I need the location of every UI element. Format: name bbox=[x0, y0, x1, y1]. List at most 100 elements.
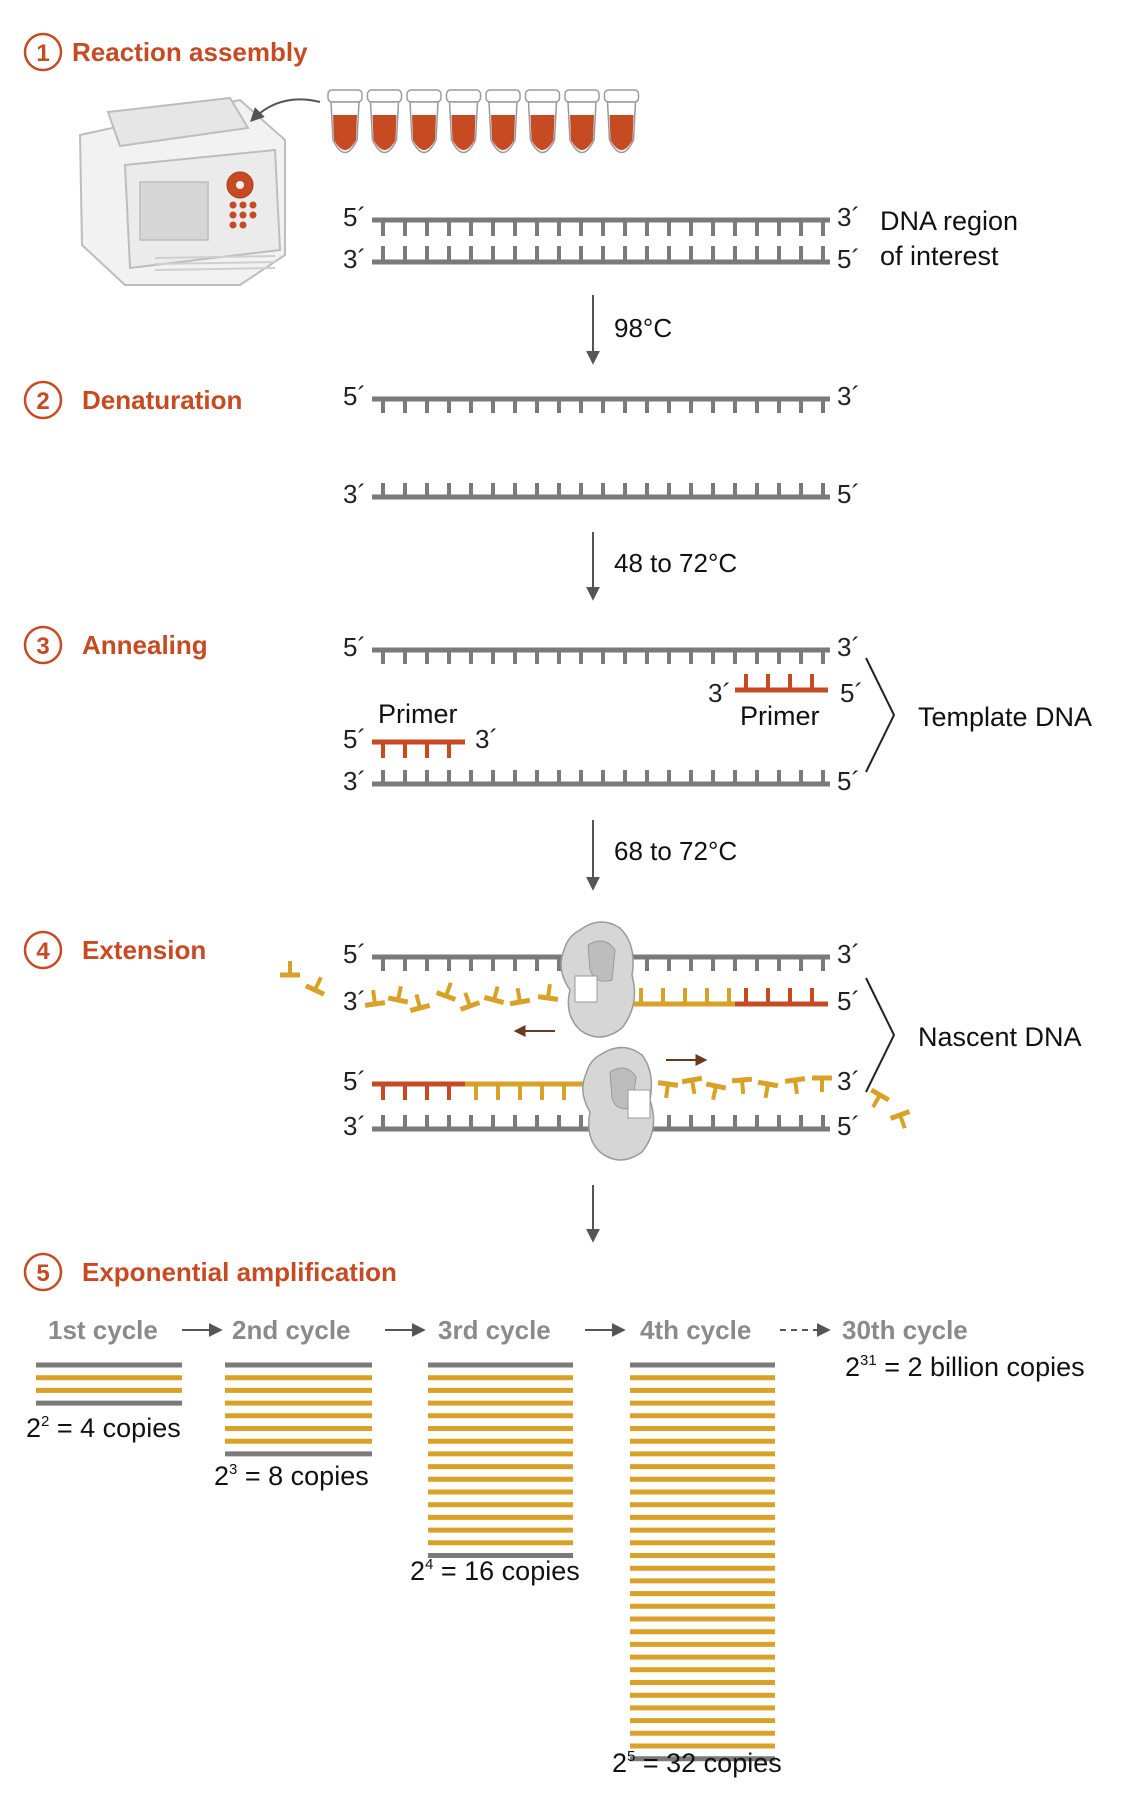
nucleotide-base bbox=[371, 989, 377, 1005]
cycle-label: 30th cycle bbox=[842, 1315, 968, 1345]
free-nucleotide bbox=[889, 1109, 911, 1129]
end-label: 5´ bbox=[837, 766, 860, 796]
free-nucleotide bbox=[435, 982, 457, 1002]
step-number: 2 bbox=[36, 388, 49, 415]
bracket bbox=[865, 657, 896, 773]
pcr-tube-icon bbox=[524, 89, 561, 154]
cycle-label: 3rd cycle bbox=[438, 1315, 551, 1345]
pcr-tube-icon bbox=[327, 89, 363, 154]
temperature-label: 48 to 72°C bbox=[614, 548, 737, 578]
nucleotide-base bbox=[871, 1094, 882, 1109]
end-label: 5´ bbox=[837, 986, 860, 1016]
pcr-tube-icon bbox=[485, 89, 521, 154]
free-nucleotide bbox=[364, 989, 386, 1008]
end-label: 5´ bbox=[837, 479, 860, 509]
tube-cap bbox=[603, 89, 640, 103]
end-label: 3´ bbox=[708, 678, 731, 708]
tube-liquid bbox=[491, 115, 515, 150]
tube-cap bbox=[327, 89, 363, 103]
step-2-header: 2 Denaturation bbox=[23, 380, 242, 420]
free-nucleotide bbox=[657, 1080, 679, 1099]
free-nucleotide bbox=[812, 1075, 832, 1092]
dna-single-strands bbox=[372, 396, 830, 500]
free-nucleotide bbox=[304, 976, 326, 997]
end-label: 5´ bbox=[343, 381, 366, 411]
pcr-tube-strip bbox=[327, 89, 640, 154]
end-label: 5´ bbox=[343, 1066, 366, 1096]
nucleotide-base bbox=[444, 982, 453, 997]
free-nucleotide bbox=[870, 1087, 890, 1109]
copy-count-label: 231 = 2 billion copies bbox=[845, 1352, 1085, 1382]
end-label: 5´ bbox=[343, 202, 366, 232]
end-label: 3´ bbox=[343, 1111, 366, 1141]
step-number: 3 bbox=[36, 633, 49, 660]
step-number: 5 bbox=[36, 1260, 49, 1287]
dna-double-strand bbox=[372, 217, 830, 265]
copy-count-label: 24 = 16 copies bbox=[410, 1556, 580, 1586]
free-nucleotide bbox=[409, 993, 431, 1014]
end-label: 5´ bbox=[840, 678, 863, 708]
step-title: Exponential amplification bbox=[82, 1257, 397, 1287]
annealed-strands bbox=[372, 647, 830, 787]
step-4-header: 4 Extension bbox=[23, 930, 206, 970]
tube-liquid bbox=[372, 115, 397, 150]
nucleotide-base bbox=[740, 1079, 746, 1095]
free-nucleotide bbox=[705, 1081, 727, 1101]
nucleotide-base bbox=[313, 976, 323, 991]
pcr-tube-icon bbox=[603, 89, 640, 154]
free-nucleotide bbox=[280, 961, 300, 978]
nucleotide-base bbox=[793, 1079, 799, 1095]
step-title: Extension bbox=[82, 935, 206, 965]
end-label: 3´ bbox=[837, 1066, 860, 1096]
end-label: 3´ bbox=[343, 766, 366, 796]
nucleotide-base bbox=[515, 987, 522, 1003]
dna-region-label: DNA region bbox=[880, 206, 1018, 236]
cycle-label: 1st cycle bbox=[48, 1315, 158, 1345]
end-label: 5´ bbox=[343, 724, 366, 754]
free-nucleotide bbox=[731, 1076, 753, 1095]
copy-stacks bbox=[36, 1362, 775, 1762]
dna-end-labels: 5´ 3´ 3´ 5´ bbox=[343, 202, 860, 274]
temperature-label: 68 to 72°C bbox=[614, 836, 737, 866]
step-number-circle bbox=[23, 380, 63, 420]
tube-liquid bbox=[609, 115, 634, 150]
end-label: 5´ bbox=[837, 1111, 860, 1141]
pcr-tube-icon bbox=[406, 89, 442, 154]
free-nucleotide bbox=[681, 1075, 703, 1095]
template-dna-label: Template DNA bbox=[918, 702, 1092, 732]
tube-liquid bbox=[570, 115, 594, 150]
copy-count-label: 25 = 32 copies bbox=[612, 1748, 782, 1778]
free-nucleotide bbox=[537, 983, 559, 1002]
tube-cap bbox=[564, 89, 600, 103]
nucleotide-base bbox=[763, 1083, 770, 1099]
nucleotide-base bbox=[414, 993, 422, 1009]
end-label: 3´ bbox=[343, 244, 366, 274]
step-3-header: 3 Annealing bbox=[23, 625, 208, 665]
step-title: Reaction assembly bbox=[72, 37, 308, 67]
tube-liquid bbox=[412, 115, 436, 150]
pcr-tube-icon bbox=[445, 89, 482, 154]
end-label: 3´ bbox=[837, 381, 860, 411]
tube-cap bbox=[524, 89, 561, 103]
free-nucleotide bbox=[387, 985, 409, 1005]
tube-liquid bbox=[333, 115, 357, 150]
step-number: 1 bbox=[36, 40, 49, 67]
tube-cap bbox=[406, 89, 442, 103]
pcr-tube-icon bbox=[564, 89, 600, 154]
thermal-cycler-icon bbox=[78, 96, 321, 286]
step-title: Denaturation bbox=[82, 385, 242, 415]
free-nucleotide bbox=[483, 985, 505, 1006]
step-number-circle bbox=[23, 32, 63, 72]
nascent-dna-label: Nascent DNA bbox=[918, 1022, 1082, 1052]
nucleotide-base bbox=[396, 985, 403, 1001]
end-label: 5´ bbox=[837, 244, 860, 274]
free-nucleotide bbox=[509, 987, 531, 1007]
step-1-header: 1 Reaction assembly bbox=[23, 32, 308, 72]
end-label: 5´ bbox=[343, 632, 366, 662]
end-label: 3´ bbox=[475, 724, 498, 754]
temperature-label: 98°C bbox=[614, 313, 672, 343]
tube-cap bbox=[485, 89, 521, 103]
dna-polymerase-icon bbox=[560, 921, 636, 1038]
pcr-tube-icon bbox=[366, 89, 403, 154]
